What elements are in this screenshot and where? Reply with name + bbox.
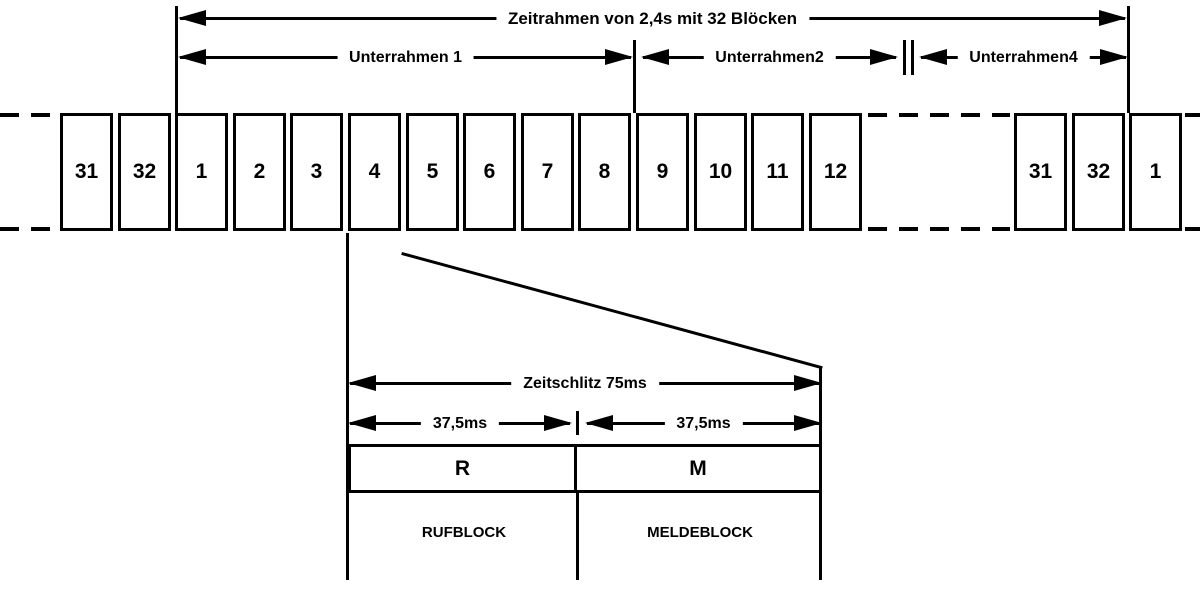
- call-block-label: RUFBLOCK: [421, 524, 507, 541]
- subframe2-arrow: Unterrahmen2: [641, 48, 898, 67]
- subframe1-arrow: Unterrahmen 1: [178, 48, 633, 67]
- dashed-continuation: [868, 227, 1010, 231]
- second-half-arrow: 37,5ms: [585, 414, 822, 433]
- block-cell: 9: [636, 113, 689, 231]
- block-cell: 32: [118, 113, 171, 231]
- timeslot-label: Zeitschlitz 75ms: [511, 374, 659, 393]
- subframe4-arrow: Unterrahmen4: [919, 48, 1128, 67]
- arrow-right-icon: [1099, 10, 1127, 26]
- arrow-right-icon: [870, 49, 898, 65]
- block-cell: 5: [406, 113, 459, 231]
- half-split-tick: [576, 411, 579, 435]
- block-cell: 1: [1129, 113, 1182, 231]
- arrow-right-icon: [1100, 49, 1128, 65]
- block-cell: 2: [233, 113, 286, 231]
- dashed-continuation: [1185, 227, 1200, 231]
- subframe2-label: Unterrahmen2: [703, 48, 836, 67]
- block-cell: 3: [290, 113, 343, 231]
- break-bar: [903, 40, 906, 75]
- arrow-right-icon: [794, 375, 822, 391]
- dashed-continuation: [868, 113, 1010, 117]
- block-cell: 11: [751, 113, 804, 231]
- detail-middle-divider: [576, 492, 579, 580]
- dashed-continuation: [1185, 113, 1200, 117]
- arrow-right-icon: [605, 49, 633, 65]
- block-cell: 7: [521, 113, 574, 231]
- first-half-label: 37,5ms: [420, 414, 500, 433]
- arrow-right-icon: [794, 415, 822, 431]
- call-block-symbol: R: [454, 456, 471, 480]
- subframe4-label: Unterrahmen4: [957, 48, 1090, 67]
- timeslot-span-arrow: Zeitschlitz 75ms: [348, 374, 822, 393]
- subframe1-label: Unterrahmen 1: [337, 48, 474, 67]
- timeslot-box: R M: [348, 444, 822, 493]
- block-cell: 8: [578, 113, 631, 231]
- block-cell: 32: [1072, 113, 1125, 231]
- block-cell: 10: [694, 113, 747, 231]
- second-half-label: 37,5ms: [664, 414, 743, 433]
- timeframe-title: Zeitrahmen von 2,4s mit 32 Blöcken: [495, 8, 810, 29]
- report-block-label: MELDEBLOCK: [647, 524, 753, 541]
- block-cell: 4: [348, 113, 401, 231]
- report-block-cell: M: [577, 447, 819, 490]
- block-cell: 12: [809, 113, 862, 231]
- block-cell: 6: [463, 113, 516, 231]
- block-cell: 31: [60, 113, 113, 231]
- report-block-symbol: M: [689, 456, 707, 480]
- timeframe-span-arrow: Zeitrahmen von 2,4s mit 32 Blöcken: [178, 8, 1127, 29]
- diagonal-connector: [401, 252, 823, 370]
- block-cell: 31: [1014, 113, 1067, 231]
- arrow-right-icon: [544, 415, 572, 431]
- frame-start-marker: [175, 6, 178, 113]
- break-bar: [911, 40, 914, 75]
- dashed-continuation: [0, 113, 58, 117]
- detail-left-boundary: [346, 233, 349, 580]
- dashed-continuation: [0, 227, 58, 231]
- call-block-cell: R: [351, 447, 577, 490]
- subframe-boundary-marker: [633, 40, 636, 113]
- frame-end-marker: [1127, 6, 1130, 113]
- first-half-arrow: 37,5ms: [348, 414, 572, 433]
- block-cell: 1: [175, 113, 228, 231]
